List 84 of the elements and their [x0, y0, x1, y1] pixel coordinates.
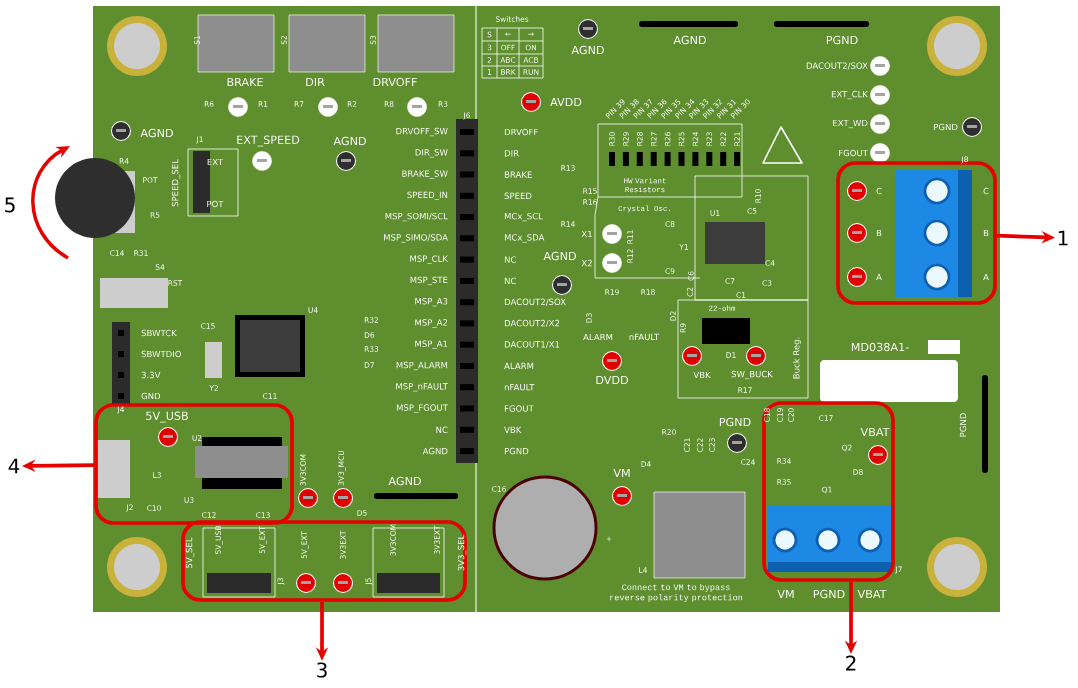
- silkscreen-label: EXT_CLK: [831, 90, 869, 100]
- silkscreen-label: BRAKE: [504, 171, 532, 178]
- silkscreen-label: DRVOFF: [504, 128, 538, 136]
- silkscreen-label: AVDD: [550, 97, 582, 107]
- silkscreen-label: DIR_SW: [415, 149, 448, 158]
- silkscreen-label: DACOUT1/X1: [504, 341, 560, 349]
- silkscreen-label: SPEED_IN: [407, 191, 448, 200]
- silkscreen-label: AGND: [571, 45, 604, 55]
- silkscreen-label: PGND: [813, 589, 845, 599]
- callout-number: 2: [846, 655, 856, 671]
- silkscreen-label: DACOUT2/SOX: [806, 62, 868, 70]
- callout-number: 5: [5, 197, 15, 213]
- silkscreen-label: AGND: [673, 35, 706, 45]
- silkscreen-label: DVDD: [596, 375, 628, 385]
- highlight-box: [181, 520, 467, 602]
- silkscreen-label: VBAT: [860, 427, 890, 437]
- silkscreen-label: AGND: [140, 128, 173, 138]
- silkscreen-label: BRAKE_SW: [402, 170, 448, 179]
- silkscreen-label: MSP_CLK: [410, 255, 449, 264]
- silkscreen-label: DIR: [306, 77, 325, 87]
- silkscreen-label: MSP_SIMO/SDA: [384, 234, 448, 243]
- silkscreen-label: NC: [504, 256, 516, 263]
- silkscreen-label: 5V_SEL: [185, 537, 195, 568]
- silkscreen-label: POT: [207, 200, 224, 208]
- silkscreen-label: MSP_A3: [415, 298, 448, 307]
- silkscreen-label: X2: [581, 259, 592, 267]
- callout-number: 3: [317, 662, 327, 678]
- silkscreen-label: MCx_SDA: [504, 234, 545, 243]
- silkscreen-label: PGND: [719, 417, 751, 427]
- silkscreen-label: DACOUT2/SOX: [504, 298, 566, 306]
- silkscreen-label: PGND: [934, 123, 958, 131]
- silkscreen-label: B: [876, 229, 882, 237]
- silkscreen-label: SBWTDIO: [141, 350, 181, 358]
- silkscreen-label: DIR: [504, 150, 519, 157]
- silkscreen-label: EXT: [207, 158, 224, 166]
- silkscreen-label: ALARM: [504, 362, 534, 370]
- silkscreen-label: AGND: [422, 447, 448, 455]
- silkscreen-label: MSP_ALARM: [396, 361, 448, 371]
- silkscreen-label: DRVOFF_SW: [396, 127, 448, 137]
- silkscreen-label: MSP_FGOUT: [396, 404, 448, 413]
- silkscreen-label: MSP_SOMI/SCL: [385, 212, 448, 222]
- silkscreen-label: A: [876, 273, 882, 281]
- callout-number: 4: [8, 458, 20, 474]
- silkscreen-label: AGND: [543, 251, 576, 261]
- silkscreen-label: MSP_STE: [410, 276, 448, 286]
- silkscreen-label: BRAKE: [227, 77, 263, 87]
- silkscreen-label: EXT_WD: [833, 119, 868, 129]
- silkscreen-label: C: [983, 187, 989, 195]
- silkscreen-label: PGND: [504, 447, 529, 455]
- silkscreen-label: DRVOFF: [373, 77, 417, 87]
- silkscreen-label: B: [983, 229, 989, 237]
- silkscreen-label: 3V3_SEL: [457, 534, 467, 571]
- silkscreen-label: MSP_nFAULT: [396, 383, 448, 392]
- silkscreen-label: VBK: [693, 371, 711, 379]
- silkscreen-label: MCx_SCL: [504, 212, 543, 222]
- silkscreen-label: nFAULT: [629, 333, 660, 341]
- callout-number: 1: [1058, 230, 1068, 246]
- silkscreen-label: VM: [613, 468, 630, 478]
- silkscreen-label: SBWTCK: [141, 329, 177, 337]
- highlight-box: [762, 401, 895, 582]
- silkscreen-label: Connect to VM to bypass reverse polarity protection: [610, 583, 743, 603]
- silkscreen-label: EXT_SPEED: [237, 135, 300, 147]
- silkscreen-label: VBK: [504, 426, 522, 433]
- silkscreen-label: ALARM: [583, 333, 613, 341]
- silkscreen-label: AGND: [333, 136, 366, 146]
- silkscreen-label: PGND: [826, 35, 858, 45]
- silkscreen-label: PGND: [959, 413, 967, 437]
- silkscreen-label: FGOUT: [504, 405, 534, 412]
- silkscreen-label: SPEED_SEL: [171, 159, 181, 207]
- silkscreen-label: A: [983, 273, 989, 281]
- silkscreen-label: nFAULT: [504, 384, 535, 391]
- silkscreen-label: VBAT: [857, 589, 887, 599]
- silkscreen-label: 5V_USB: [146, 411, 188, 423]
- silkscreen-label: MSP_A1: [415, 340, 448, 349]
- silkscreen-label: X1: [581, 230, 592, 238]
- silkscreen-label: Buck Reg.: [792, 337, 802, 379]
- silkscreen-label: DACOUT2/X2: [504, 319, 560, 327]
- silkscreen-label: NC: [436, 426, 448, 433]
- silkscreen-label: MSP_A2: [415, 319, 448, 328]
- silkscreen-label: NC: [504, 277, 516, 285]
- silkscreen-label: SPEED: [504, 192, 532, 200]
- highlight-box: [94, 403, 294, 525]
- silkscreen-label: C: [876, 187, 882, 195]
- silkscreen-label: MD038A1-: [851, 342, 909, 352]
